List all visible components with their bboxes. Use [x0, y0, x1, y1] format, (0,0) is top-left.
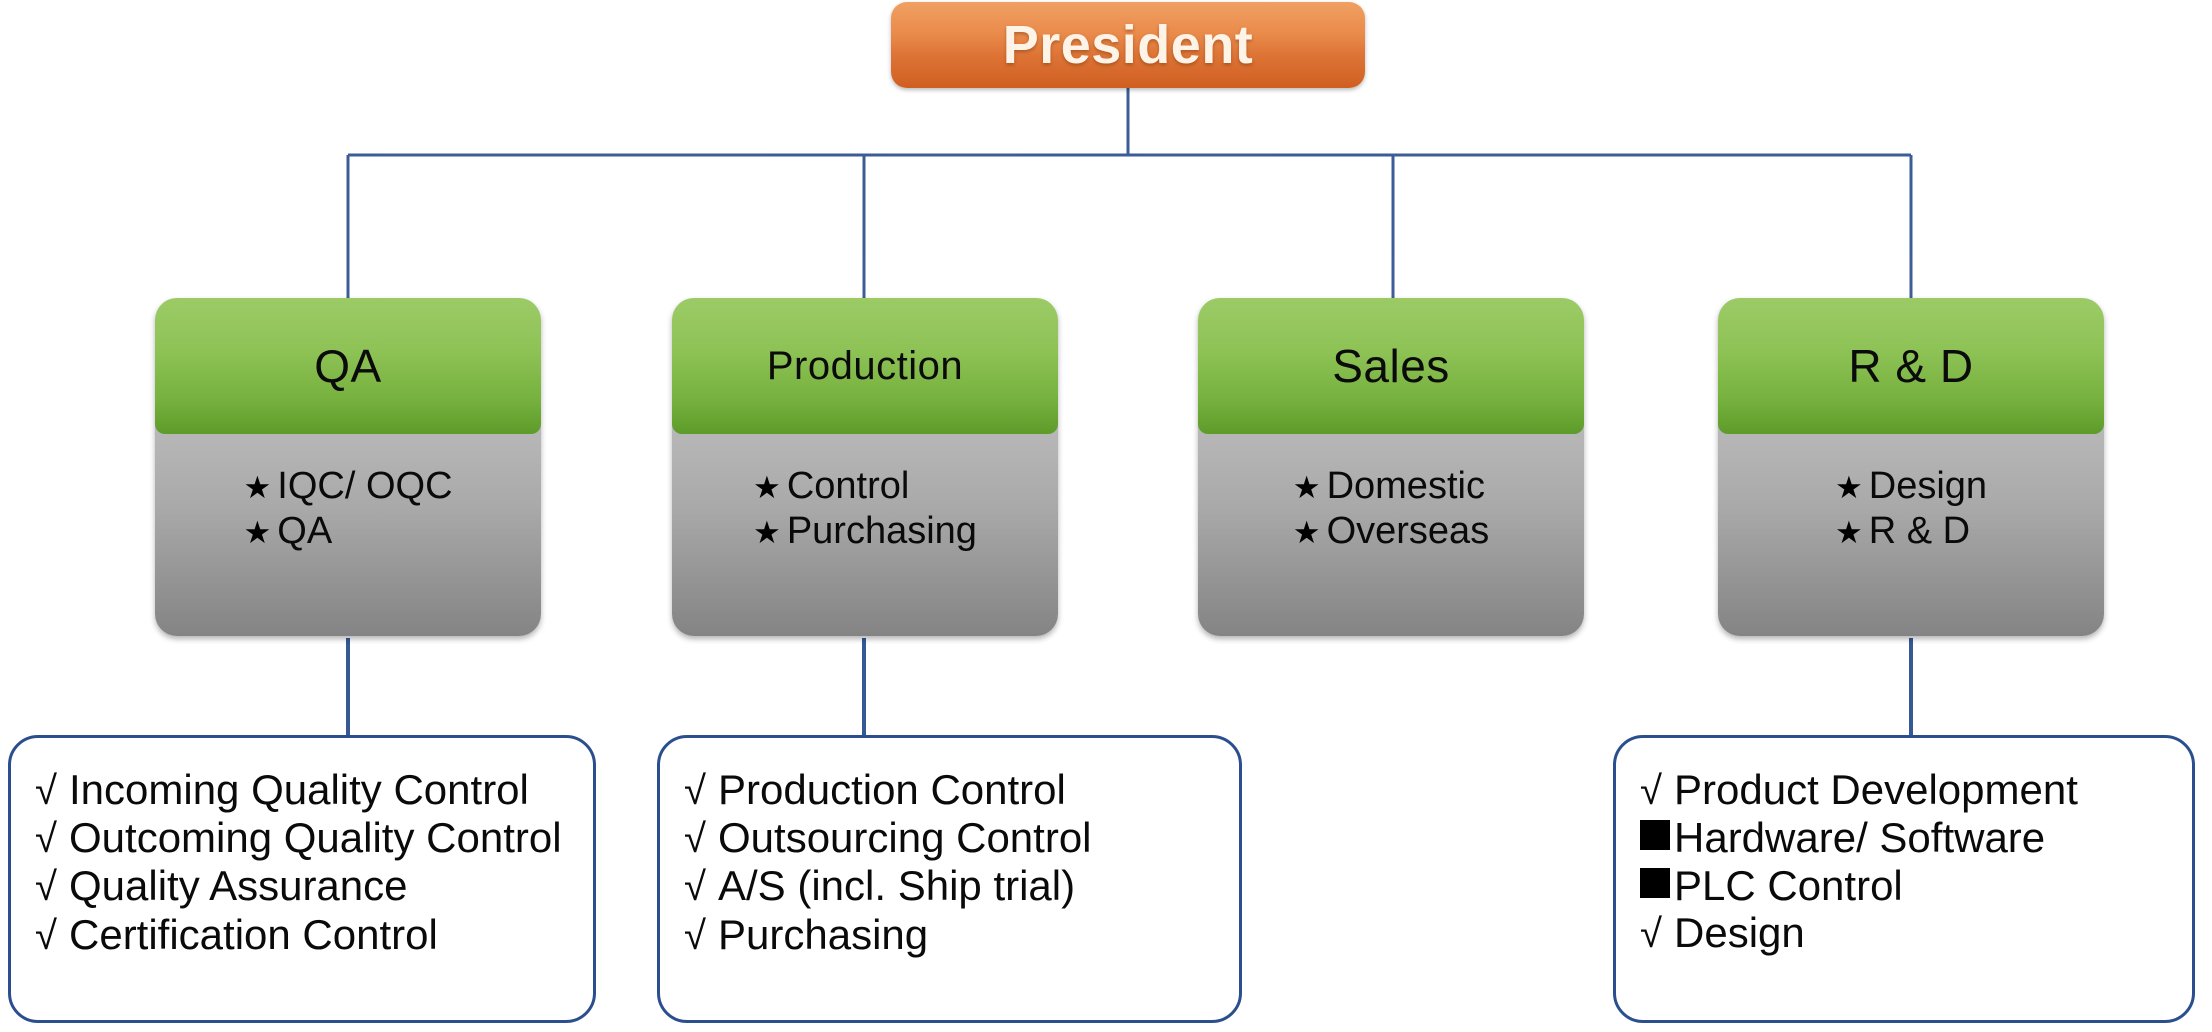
- checkmark-bullet-icon: √: [35, 817, 57, 862]
- detail-item-label: Hardware/ Software: [1674, 814, 2046, 862]
- department-item-label: Control: [786, 465, 910, 507]
- node-president[interactable]: President: [891, 2, 1365, 88]
- list-item: √ Outsourcing Control: [684, 814, 1239, 862]
- checkmark-bullet-icon: √: [35, 769, 57, 813]
- department-header-sales: Sales: [1198, 298, 1584, 434]
- star-bullet-icon: ★: [1292, 470, 1321, 505]
- detail-item-label: Purchasing: [718, 910, 929, 958]
- department-list-rd: ★ Design ★ R & D: [1835, 464, 1987, 554]
- list-item: √ Production Control: [684, 766, 1239, 814]
- detail-list-rd: √ Product Development Hardware/ Software…: [1640, 766, 2192, 957]
- department-title-rd: R & D: [1848, 340, 1974, 392]
- department-body-qa: ★ IQC/ OQC ★ QA: [155, 434, 541, 554]
- department-list-qa: ★ IQC/ OQC ★ QA: [243, 464, 452, 554]
- star-bullet-icon: ★: [753, 514, 781, 550]
- detail-item-label: Certification Control: [69, 910, 438, 958]
- list-item: √ A/S (incl. Ship trial): [684, 862, 1239, 910]
- detail-item-label: Quality Assurance: [69, 862, 408, 910]
- department-item-label: Overseas: [1326, 509, 1490, 552]
- department-item-label: QA: [277, 509, 333, 552]
- list-item: PLC Control: [1640, 862, 2192, 909]
- detail-item-label: Outcoming Quality Control: [69, 814, 562, 862]
- department-body-production: ★ Control ★ Purchasing: [672, 434, 1058, 554]
- detail-list-qa: √ Incoming Quality Control √ Outcoming Q…: [35, 766, 593, 959]
- detail-list-production: √ Production Control √ Outsourcing Contr…: [684, 766, 1239, 959]
- list-item: ★ R & D: [1835, 509, 1987, 554]
- list-item: ★ Purchasing: [753, 509, 977, 554]
- department-item-label: R & D: [1868, 509, 1971, 552]
- department-header-production: Production: [672, 298, 1058, 434]
- checkmark-bullet-icon: √: [684, 913, 706, 958]
- star-bullet-icon: ★: [1834, 470, 1863, 505]
- checkmark-bullet-icon: √: [684, 769, 706, 813]
- detail-box-rd[interactable]: √ Product Development Hardware/ Software…: [1613, 735, 2195, 1023]
- node-department-qa[interactable]: QA ★ IQC/ OQC ★ QA: [155, 298, 541, 636]
- detail-box-production[interactable]: √ Production Control √ Outsourcing Contr…: [657, 735, 1242, 1023]
- detail-box-qa[interactable]: √ Incoming Quality Control √ Outcoming Q…: [8, 735, 596, 1023]
- star-bullet-icon: ★: [1292, 514, 1321, 550]
- checkmark-bullet-icon: √: [684, 865, 706, 910]
- detail-item-label: Outsourcing Control: [718, 814, 1092, 862]
- list-item: √ Product Development: [1640, 766, 2192, 814]
- department-item-label: Domestic: [1326, 465, 1485, 507]
- department-body-sales: ★ Domestic ★ Overseas: [1198, 434, 1584, 554]
- list-item: √ Purchasing: [684, 911, 1239, 959]
- star-bullet-icon: ★: [243, 514, 272, 550]
- department-item-label: Purchasing: [786, 509, 977, 552]
- department-list-sales: ★ Domestic ★ Overseas: [1293, 464, 1489, 554]
- checkmark-bullet-icon: √: [684, 817, 706, 862]
- president-label: President: [1002, 15, 1254, 75]
- department-body-rd: ★ Design ★ R & D: [1718, 434, 2104, 554]
- list-item: ★ Domestic: [1293, 464, 1489, 509]
- list-item: √ Certification Control: [35, 911, 593, 959]
- checkmark-bullet-icon: √: [1640, 769, 1662, 813]
- filled-square-bullet-icon: [1640, 860, 1674, 907]
- node-department-sales[interactable]: Sales ★ Domestic ★ Overseas: [1198, 298, 1584, 636]
- department-list-production: ★ Control ★ Purchasing: [753, 464, 977, 554]
- detail-item-label: Production Control: [718, 766, 1066, 813]
- department-title-production: Production: [766, 343, 964, 388]
- checkmark-bullet-icon: √: [35, 865, 57, 910]
- department-header-rd: R & D: [1718, 298, 2104, 434]
- list-item: √ Design: [1640, 909, 2192, 957]
- list-item: √ Quality Assurance: [35, 862, 593, 910]
- list-item: ★ IQC/ OQC: [243, 464, 452, 509]
- star-bullet-icon: ★: [243, 470, 272, 505]
- department-title-sales: Sales: [1332, 340, 1450, 392]
- department-item-label: Design: [1868, 465, 1988, 507]
- checkmark-bullet-icon: √: [1640, 912, 1662, 957]
- detail-item-label: PLC Control: [1674, 861, 1903, 909]
- department-item-label: IQC/ OQC: [277, 465, 453, 507]
- department-title-qa: QA: [314, 340, 382, 392]
- checkmark-bullet-icon: √: [35, 913, 57, 958]
- list-item: ★ Control: [753, 464, 977, 509]
- star-bullet-icon: ★: [753, 470, 781, 505]
- detail-item-label: Incoming Quality Control: [69, 766, 529, 813]
- list-item: Hardware/ Software: [1640, 814, 2192, 861]
- detail-item-label: A/S (incl. Ship trial): [718, 862, 1076, 910]
- node-department-production[interactable]: Production ★ Control ★ Purchasing: [672, 298, 1058, 636]
- list-item: ★ Design: [1835, 464, 1987, 509]
- detail-item-label: Design: [1674, 909, 1805, 957]
- list-item: ★ Overseas: [1293, 509, 1489, 554]
- detail-item-label: Product Development: [1674, 766, 2078, 813]
- star-bullet-icon: ★: [1834, 514, 1863, 550]
- department-header-qa: QA: [155, 298, 541, 434]
- node-department-rd[interactable]: R & D ★ Design ★ R & D: [1718, 298, 2104, 636]
- filled-square-bullet-icon: [1640, 812, 1674, 859]
- list-item: ★ QA: [243, 509, 452, 554]
- list-item: √ Incoming Quality Control: [35, 766, 593, 814]
- list-item: √ Outcoming Quality Control: [35, 814, 593, 862]
